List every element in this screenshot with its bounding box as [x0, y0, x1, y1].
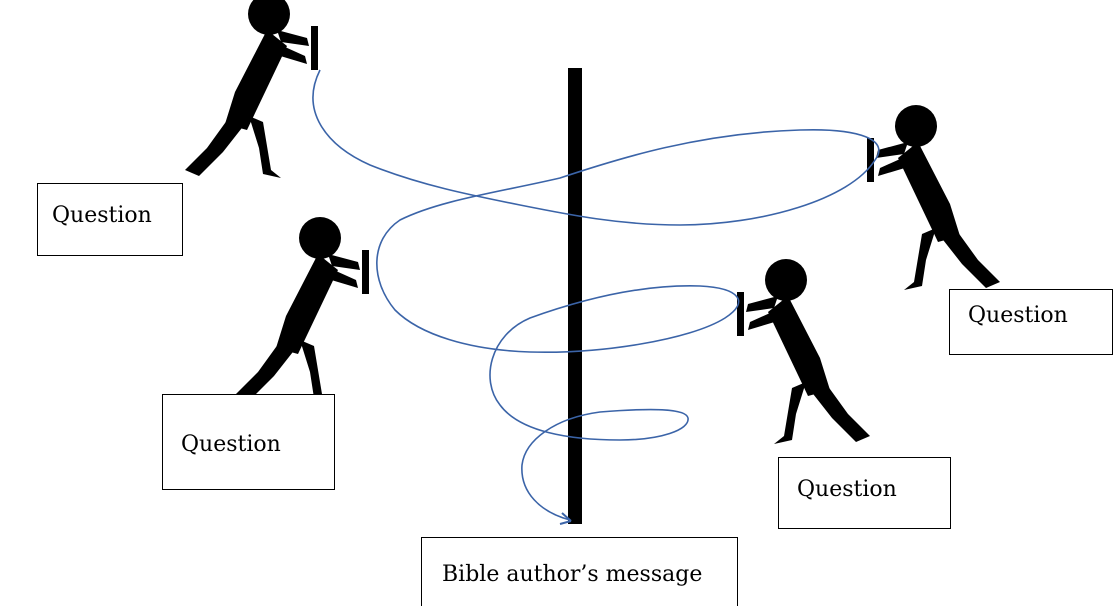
question-label: Question — [52, 203, 152, 228]
spiral-curve — [312, 69, 880, 521]
central-pole — [568, 68, 582, 524]
message-box: Bible author’s message — [421, 537, 738, 606]
curve-arrowhead — [559, 512, 572, 525]
figure-bottom-right — [737, 259, 870, 444]
question-label: Question — [181, 432, 281, 457]
question-box-top-left: Question — [37, 183, 183, 256]
figure-middle-left — [236, 217, 369, 402]
figure-top-left — [185, 0, 318, 178]
question-label: Question — [797, 477, 897, 502]
figure-right — [867, 105, 1000, 290]
question-label: Question — [968, 303, 1068, 328]
question-box-bottom-left: Question — [162, 394, 335, 490]
message-label: Bible author’s message — [442, 562, 703, 587]
question-box-bottom-right: Question — [778, 457, 951, 529]
question-box-right: Question — [949, 289, 1113, 355]
